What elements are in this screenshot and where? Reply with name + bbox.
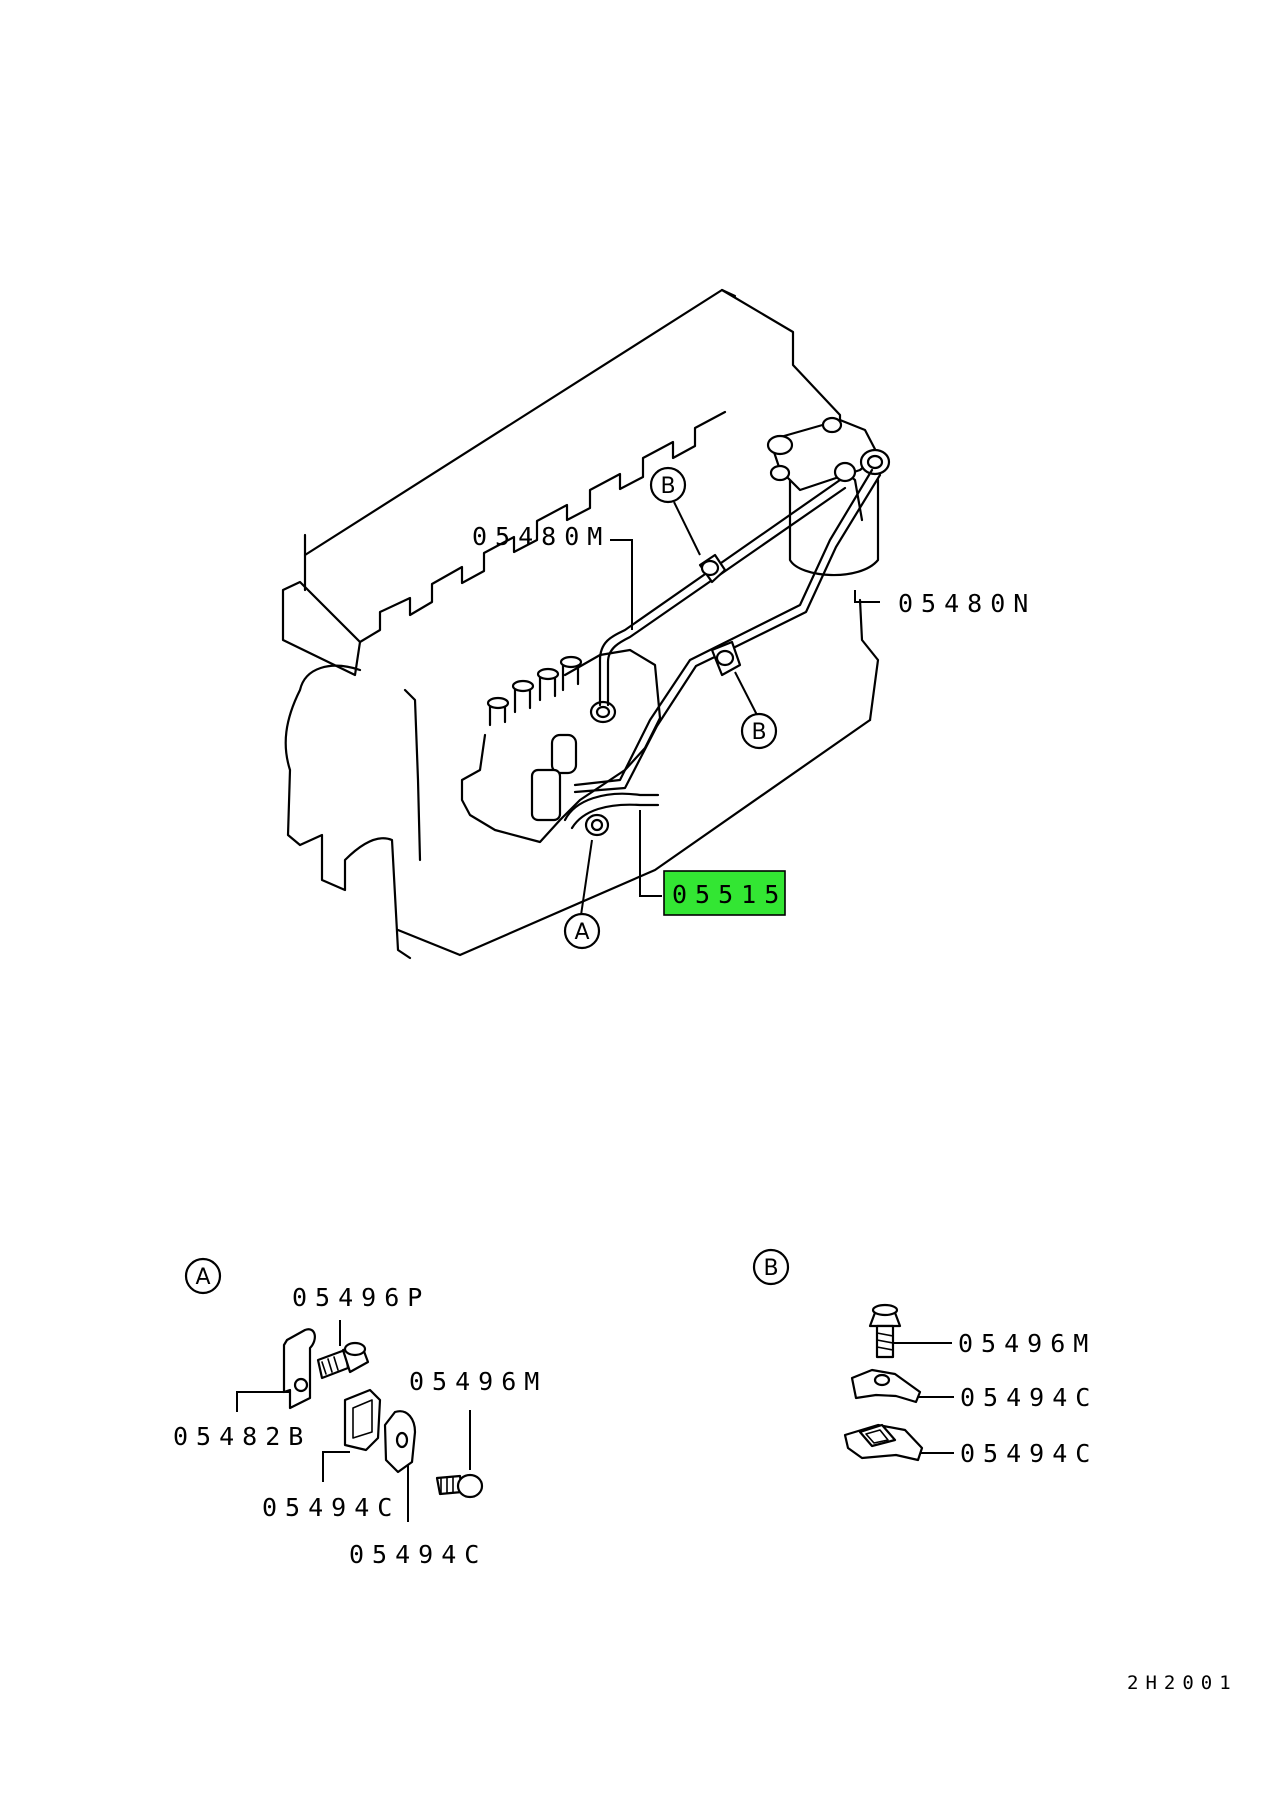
detail-b-title: B <box>763 1256 778 1281</box>
callout-a: A <box>574 920 589 945</box>
label-05496M-a[interactable]: 05496M <box>409 1367 547 1396</box>
label-05494C-b-lower[interactable]: 05494C <box>960 1439 1098 1468</box>
label-05482B[interactable]: 05482B <box>173 1422 311 1451</box>
drawing-code: 2H2001 <box>1127 1672 1238 1694</box>
label-05494C-b-upper[interactable]: 05494C <box>960 1383 1098 1412</box>
fuel-pipes <box>563 468 882 837</box>
detail-a-title: A <box>195 1265 210 1290</box>
callout-b-lower-circle <box>740 712 778 750</box>
highlight-box-05515[interactable] <box>663 870 786 916</box>
callout-b-upper-circle <box>649 466 687 504</box>
detail-b-title-circle <box>752 1248 790 1286</box>
label-05515[interactable]: 05515 <box>672 880 787 909</box>
callout-b-upper: B <box>660 474 675 499</box>
label-05496M-b[interactable]: 05496M <box>958 1329 1096 1358</box>
injection-pump <box>460 648 662 844</box>
callout-b-lower: B <box>751 720 766 745</box>
label-05494C-a-left[interactable]: 05494C <box>262 1493 400 1522</box>
callout-a-circle <box>563 912 601 950</box>
fuel-filter <box>766 416 891 577</box>
label-05480N[interactable]: 05480N <box>898 589 1036 618</box>
engine-block <box>281 288 880 960</box>
detail-a-title-circle <box>184 1257 222 1295</box>
label-05494C-a-right[interactable]: 05494C <box>349 1540 487 1569</box>
label-05496P[interactable]: 05496P <box>292 1283 430 1312</box>
detail-a: A 05496P 05482B 05496M 05494C 05494C <box>173 1257 547 1569</box>
main-callouts: B B A 05480M 05480N 05515 <box>472 466 1036 950</box>
label-05480M[interactable]: 05480M <box>472 522 610 551</box>
detail-b: B 05496M 05494C 05494C <box>752 1248 1098 1468</box>
